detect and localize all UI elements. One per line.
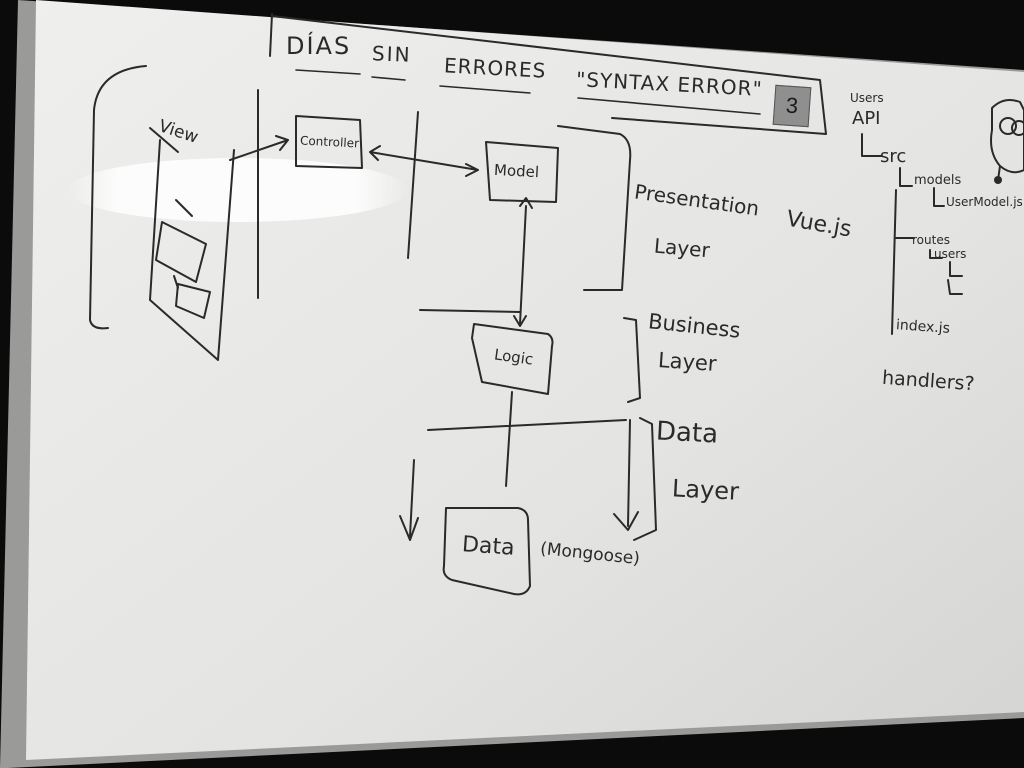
counter-sticky-note: 3 (772, 84, 812, 128)
title-word-dias: DÍAS (286, 32, 352, 60)
business-layer-label-2: Layer (657, 347, 718, 377)
tree-root-users: Users (850, 91, 884, 105)
data-label: Data (461, 532, 516, 561)
model-label: Model (493, 160, 540, 182)
controller-label: Controller (299, 133, 360, 151)
tree-src: src (880, 146, 907, 167)
tree-root-api: API (852, 108, 881, 129)
tree-users: users (934, 247, 967, 261)
light-glare (68, 158, 408, 222)
tree-routes: routes (912, 233, 950, 247)
tree-models: models (914, 173, 962, 188)
tree-index: index.js (895, 317, 951, 337)
tree-user-model: UserModel.js (946, 195, 1023, 209)
data-layer-label-1: Data (655, 416, 719, 450)
title-word-errores: ERRORES (443, 53, 547, 83)
title-word-sin: SIN (371, 41, 412, 67)
data-layer-label-2: Layer (671, 474, 740, 506)
presentation-layer-label-2: Layer (653, 233, 711, 263)
